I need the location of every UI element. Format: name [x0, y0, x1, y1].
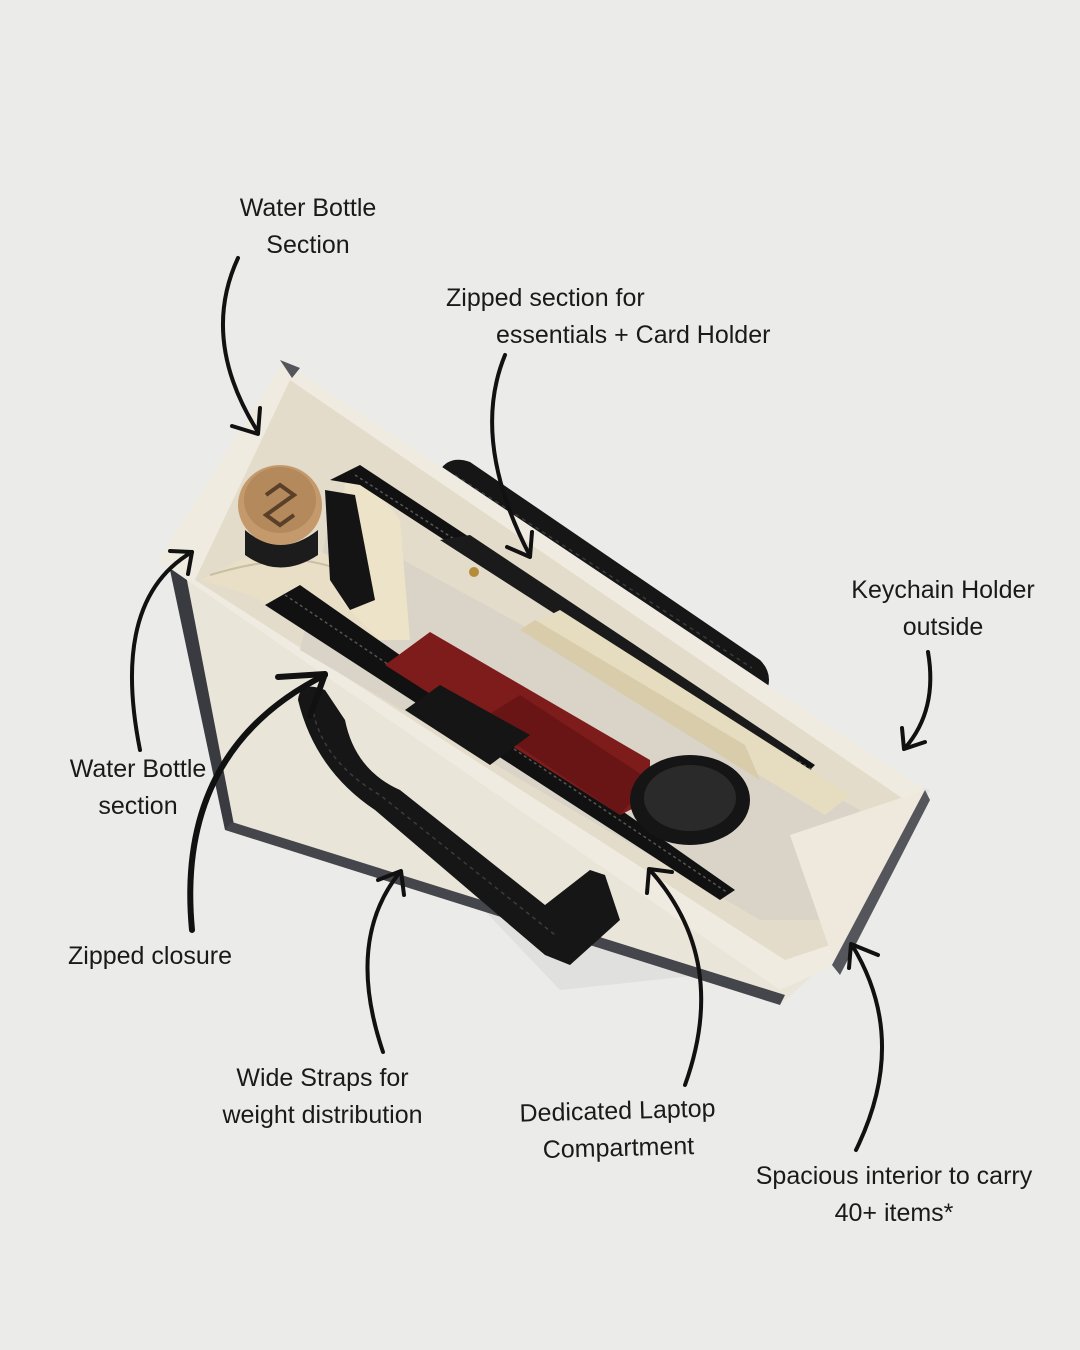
label-water-bottle-section-top: Water Bottle Section — [228, 190, 388, 264]
curved-arrow-icon — [130, 256, 933, 752]
bag-right-edge — [832, 790, 930, 975]
bag-right-side — [790, 790, 925, 965]
label-line: Keychain Holder — [851, 576, 1035, 604]
curved-arrow-icon — [365, 867, 885, 1152]
label-line: outside — [902, 613, 984, 641]
cup-inner — [644, 765, 736, 831]
red-item-shade — [480, 695, 650, 815]
label-line: Zipped section for — [446, 284, 645, 312]
bottle-cork-top — [244, 467, 316, 533]
arrow-water-bottle-left — [130, 550, 194, 752]
label-water-bottle-section-left: Water Bottle section — [58, 751, 218, 825]
arrow-zipped-section — [490, 353, 532, 558]
arrowhead-zipped-closure — [275, 671, 328, 719]
label-line: weight distribution — [222, 1101, 423, 1129]
label-keychain-holder: Keychain Holder outside — [843, 572, 1043, 646]
label-laptop-compartment: Dedicated Laptop Compartment — [507, 1090, 729, 1170]
label-line: Compartment — [542, 1132, 695, 1164]
arrowhead-water-bottle-left — [168, 549, 194, 576]
arrowhead-laptop — [645, 867, 674, 895]
label-line: Zipped closure — [68, 942, 232, 970]
bottle-neck — [245, 530, 318, 568]
label-line: Section — [266, 231, 350, 259]
label-line: Water Bottle — [69, 755, 207, 783]
label-line: Dedicated Laptop — [519, 1094, 716, 1128]
curved-arrow-icon — [187, 671, 328, 933]
label-line: Spacious interior to carry — [755, 1162, 1033, 1190]
arrow-zipped-closure — [187, 672, 328, 933]
arrow-laptop — [648, 868, 704, 1087]
label-line: essentials + Card Holder — [496, 321, 771, 349]
arrow-spacious — [850, 943, 885, 1152]
arrowhead-wide-straps — [376, 869, 406, 897]
front-strap-stitch — [311, 704, 556, 936]
label-line: 40+ items* — [834, 1199, 954, 1227]
bag-left-top-corner — [280, 360, 300, 378]
front-strap — [298, 686, 620, 965]
book-cover — [520, 620, 760, 780]
card-holder — [405, 685, 530, 765]
arrow-keychain — [903, 650, 933, 750]
label-line: section — [98, 792, 178, 820]
label-line: Wide Straps for — [236, 1064, 409, 1092]
label-zipped-closure: Zipped closure — [60, 938, 240, 975]
brand-logo-icon — [262, 482, 298, 528]
label-line: Water Bottle — [239, 194, 377, 222]
arrow-water-bottle-top — [221, 256, 260, 434]
arrow-wide-straps — [365, 870, 402, 1054]
bag-left-edge — [170, 570, 235, 830]
arrowhead-water-bottle-top — [230, 406, 262, 436]
label-wide-straps: Wide Straps for weight distribution — [205, 1060, 440, 1134]
arrowhead-keychain — [900, 726, 927, 751]
zipper-puller-gold — [469, 567, 479, 577]
label-zipped-section: Zipped section for essentials + Card Hol… — [446, 280, 770, 354]
back-strap-stitch — [454, 474, 753, 669]
zipper-pull — [325, 490, 375, 610]
arrowhead-zipped-section — [505, 530, 534, 559]
arrowhead-spacious — [847, 942, 880, 970]
label-spacious-interior: Spacious interior to carry 40+ items* — [744, 1158, 1044, 1232]
